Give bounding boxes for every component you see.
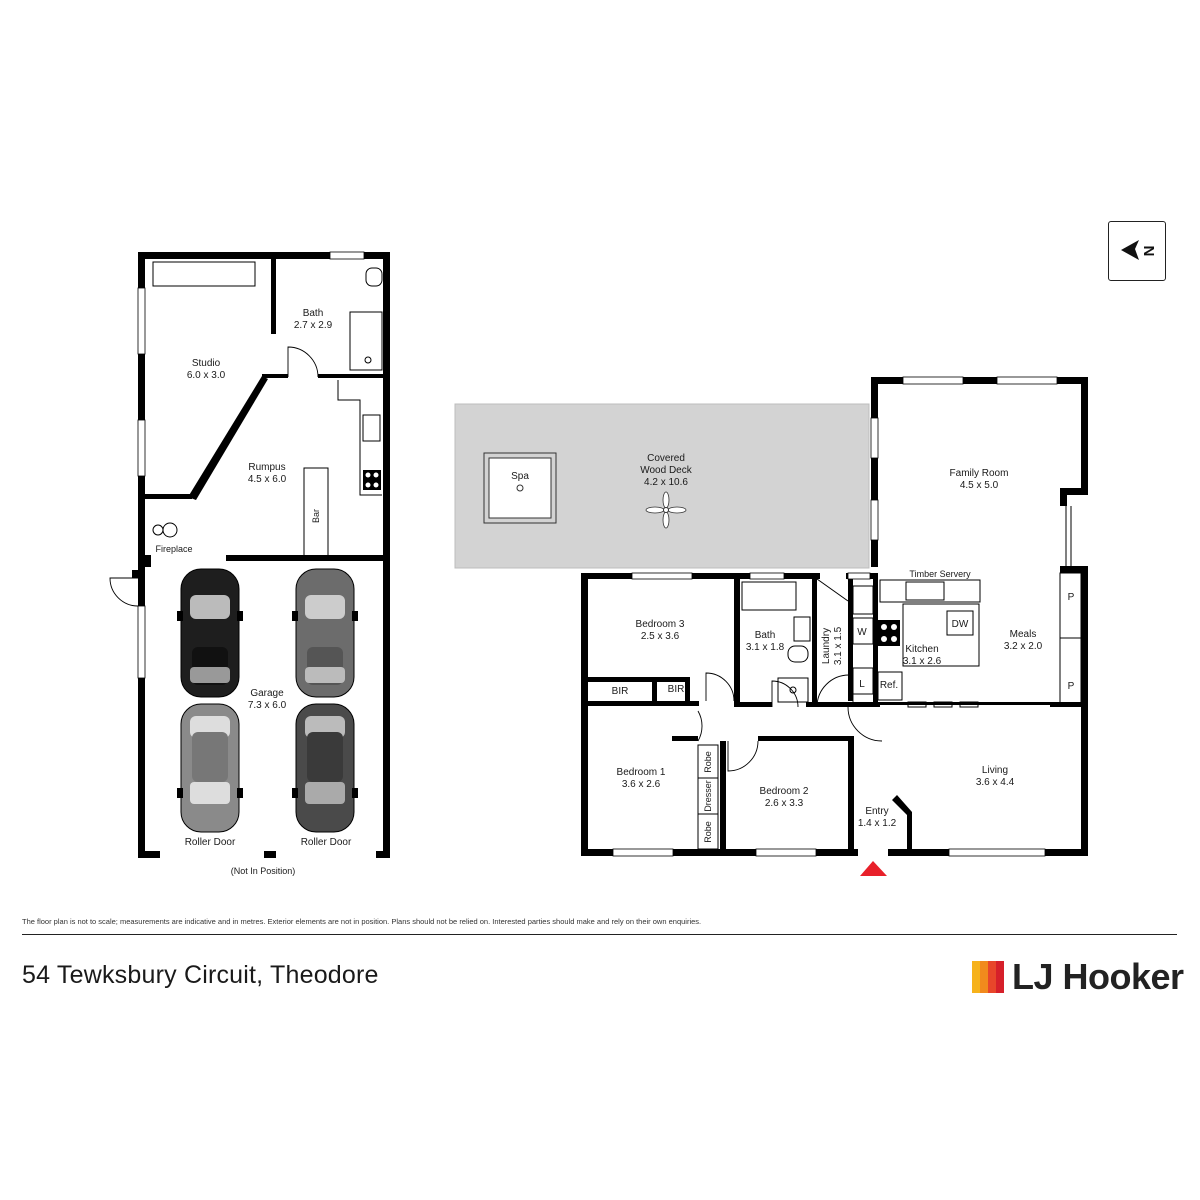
bath-outbuilding-label: Bath (303, 308, 324, 319)
north-label: N (1141, 246, 1158, 257)
meals-label: Meals (1010, 629, 1037, 640)
roller-door-right-label: Roller Door (301, 837, 352, 848)
living-label: Living (982, 765, 1008, 776)
deck-label-line2: Wood Deck (640, 465, 693, 476)
car-icon (292, 703, 358, 833)
disclaimer-text: The floor plan is not to scale; measurem… (22, 917, 702, 926)
deck-dim: 4.2 x 10.6 (644, 477, 688, 488)
spa-label: Spa (511, 471, 529, 482)
bath-house-dim: 3.1 x 1.8 (746, 642, 785, 653)
bath-house-label: Bath (755, 630, 776, 641)
garage-label: Garage (250, 688, 284, 699)
rumpus-label: Rumpus (248, 462, 285, 473)
laundry-label: Laundry (821, 628, 832, 664)
pantry-bottom-label: P (1068, 681, 1075, 692)
entry-dim: 1.4 x 1.2 (858, 818, 897, 829)
kitchen-dim: 3.1 x 2.6 (903, 656, 942, 667)
living-dim: 3.6 x 4.4 (976, 777, 1015, 788)
family-room-dim: 4.5 x 5.0 (960, 480, 999, 491)
car-icon (292, 568, 358, 698)
brand-logo: LJ Hooker (972, 956, 1184, 997)
garage-cars (177, 568, 358, 833)
car-icon (177, 568, 243, 698)
robe-top-label: Robe (703, 751, 713, 773)
divider (22, 934, 1177, 935)
roller-door-left-label: Roller Door (185, 837, 236, 848)
studio-dim: 6.0 x 3.0 (187, 370, 226, 381)
bir-left-label: BIR (612, 686, 629, 697)
main-house (581, 376, 1088, 857)
bar-label: Bar (311, 509, 321, 523)
laundry-dim: 3.1 x 1.5 (833, 626, 844, 665)
rumpus-dim: 4.5 x 6.0 (248, 474, 287, 485)
fridge-label: Ref. (880, 680, 898, 691)
bath-outbuilding-dim: 2.7 x 2.9 (294, 320, 333, 331)
north-compass: N (1108, 221, 1166, 281)
dresser-label: Dresser (703, 780, 713, 812)
bedroom3-dim: 2.5 x 3.6 (641, 631, 680, 642)
laundry-tub-label: L (859, 679, 865, 690)
washer-label: W (857, 627, 867, 638)
property-address: 54 Tewksbury Circuit, Theodore (22, 961, 379, 989)
kitchen-label: Kitchen (905, 644, 938, 655)
pantry-top-label: P (1068, 592, 1075, 603)
bedroom2-label: Bedroom 2 (760, 786, 809, 797)
dishwasher-label: DW (952, 619, 969, 630)
garage-dim: 7.3 x 6.0 (248, 700, 287, 711)
entry-label: Entry (865, 806, 888, 817)
covered-deck (454, 403, 870, 569)
entry-arrow-icon (860, 861, 887, 876)
meals-dim: 3.2 x 2.0 (1004, 641, 1043, 652)
robe-bottom-label: Robe (703, 821, 713, 843)
bedroom3-label: Bedroom 3 (636, 619, 685, 630)
bedroom1-label: Bedroom 1 (617, 767, 666, 778)
car-icon (177, 703, 243, 833)
brand-bars-icon (972, 961, 1004, 993)
brand-name: LJ Hooker (1012, 956, 1184, 997)
bedroom2-dim: 2.6 x 3.3 (765, 798, 804, 809)
outbuilding (109, 251, 390, 858)
family-room-label: Family Room (950, 468, 1009, 479)
bedroom1-dim: 3.6 x 2.6 (622, 779, 661, 790)
north-arrow-icon: N (1121, 240, 1158, 260)
not-in-position-note: (Not In Position) (231, 866, 296, 876)
fireplace-label: Fireplace (155, 544, 192, 554)
timber-servery-label: Timber Servery (909, 569, 971, 579)
studio-label: Studio (192, 358, 221, 369)
ceiling-fan-icon (645, 491, 687, 529)
deck-label-line1: Covered (647, 453, 685, 464)
bir-right-label: BIR (668, 684, 685, 695)
